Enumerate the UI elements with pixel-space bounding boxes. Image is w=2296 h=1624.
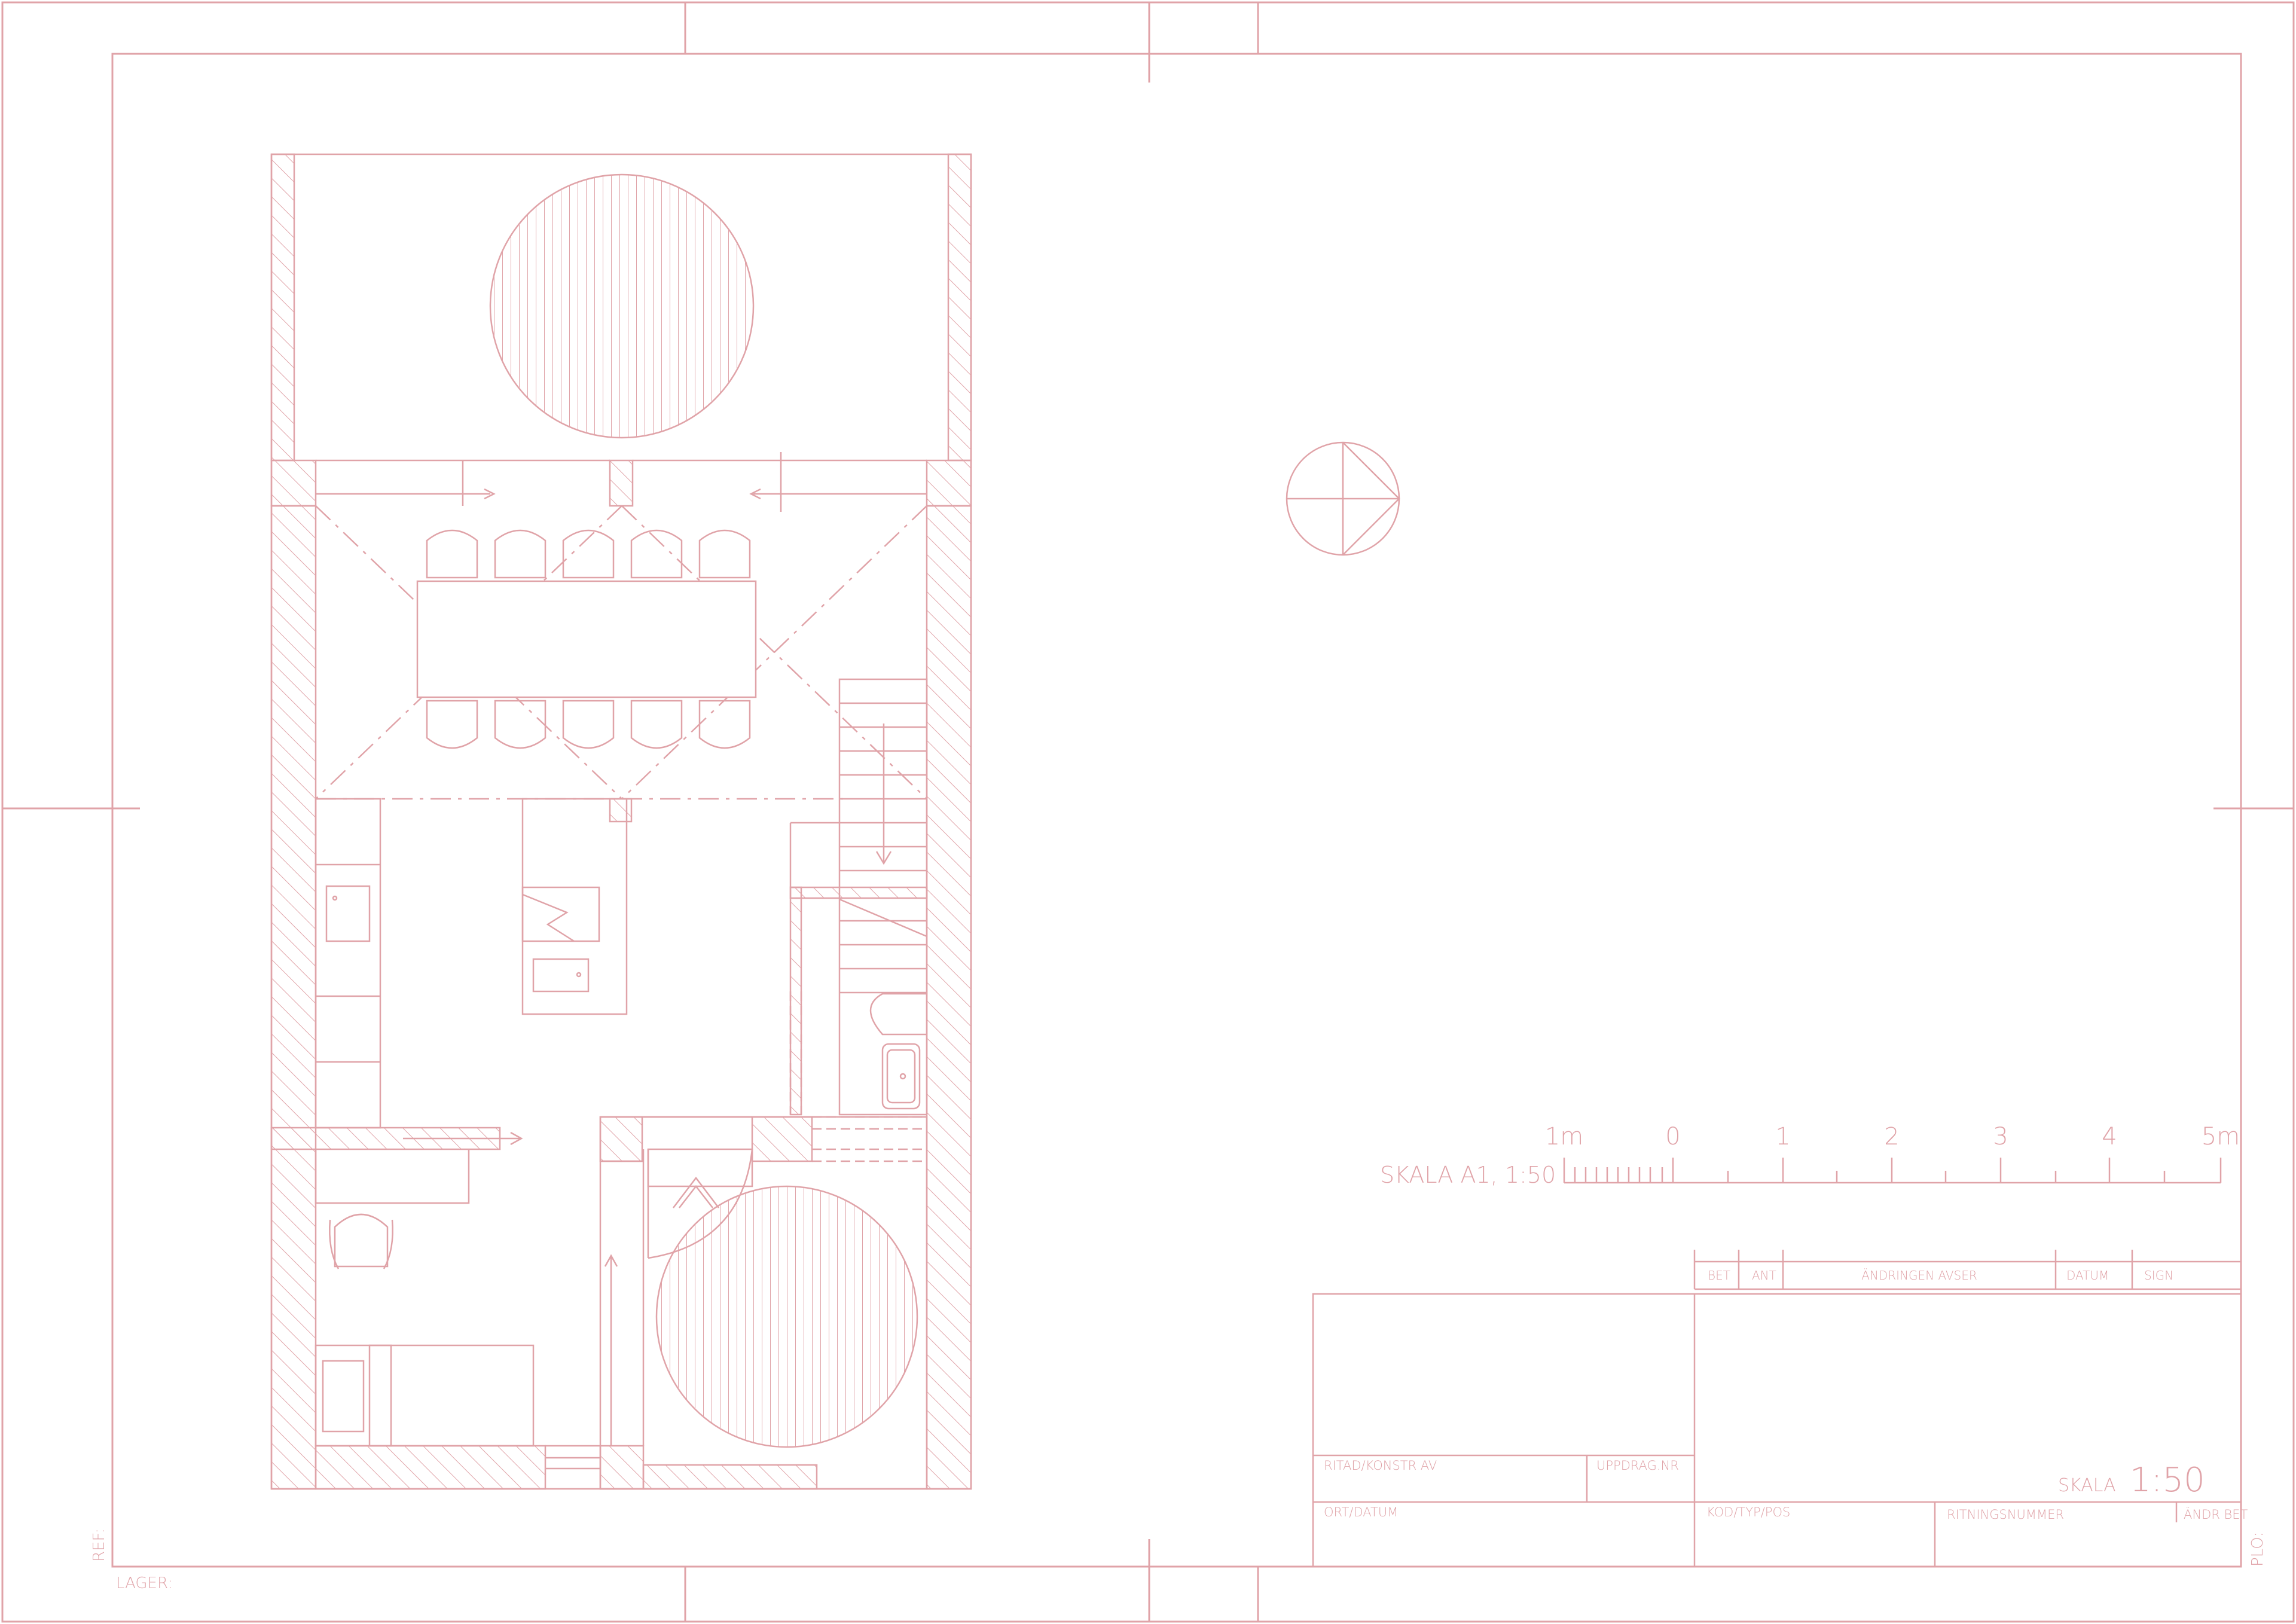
walls — [270, 153, 972, 1490]
dining-table — [416, 580, 757, 698]
lager-label: LAGER: — [116, 1574, 173, 1592]
ritad-konstr-label: RITAD/KONSTR AV — [1324, 1458, 1437, 1473]
north-arrow-icon — [1286, 441, 1400, 556]
kitchen-counters — [315, 798, 628, 1129]
lower-round-table — [655, 1185, 918, 1448]
andr-bet-label: ÄNDR BET — [2184, 1506, 2248, 1522]
revision-table — [1693, 1250, 2241, 1290]
revision-header-sign: SIGN — [2144, 1268, 2173, 1283]
chairs-top — [426, 529, 751, 579]
ort-datum-label: ORT/DATUM — [1324, 1505, 1398, 1519]
bathroom-fixtures — [869, 993, 927, 1110]
chairs-bottom — [426, 700, 751, 749]
ref-label: REF: — [90, 1528, 108, 1562]
revision-header-bet: BET — [1708, 1268, 1730, 1283]
scale-tick-label: 1 — [1775, 1123, 1790, 1150]
skala-value: 1:50 — [2130, 1461, 2205, 1500]
revision-header-datum: DATUM — [2066, 1268, 2109, 1283]
upper-round-table — [489, 173, 755, 439]
scale-tick-label: 2 — [1884, 1123, 1899, 1150]
scale-bar-label: SKALA A1, 1:50 — [1380, 1162, 1556, 1188]
kod-typ-pos-label: KOD/TYP/POS — [1706, 1505, 1790, 1519]
revision-header-ant: ANT — [1752, 1268, 1776, 1283]
staircase — [789, 678, 928, 1116]
bedroom-furniture — [315, 1131, 535, 1447]
scale-tick-label: 5m — [2202, 1123, 2240, 1150]
floor-plan — [270, 153, 972, 1490]
plo-label: PLO: — [2249, 1532, 2267, 1567]
skala-label: SKALA — [2058, 1475, 2116, 1496]
scale-tick-label: 4 — [2102, 1123, 2117, 1150]
scale-tick-label: 0 — [1665, 1123, 1680, 1150]
scale-bar — [1563, 1158, 2222, 1184]
uppdrag-label: UPPDRAG.NR — [1596, 1458, 1679, 1473]
entry-area — [545, 1116, 928, 1490]
ritningsnummer-label: RITNINGSNUMMER — [1947, 1507, 2064, 1522]
revision-header-andringen: ÄNDRINGEN AVSER — [1861, 1268, 1977, 1283]
title-block — [1312, 1293, 2242, 1568]
scale-tick-label: 1m — [1545, 1123, 1583, 1150]
scale-tick-label: 3 — [1993, 1123, 2008, 1150]
